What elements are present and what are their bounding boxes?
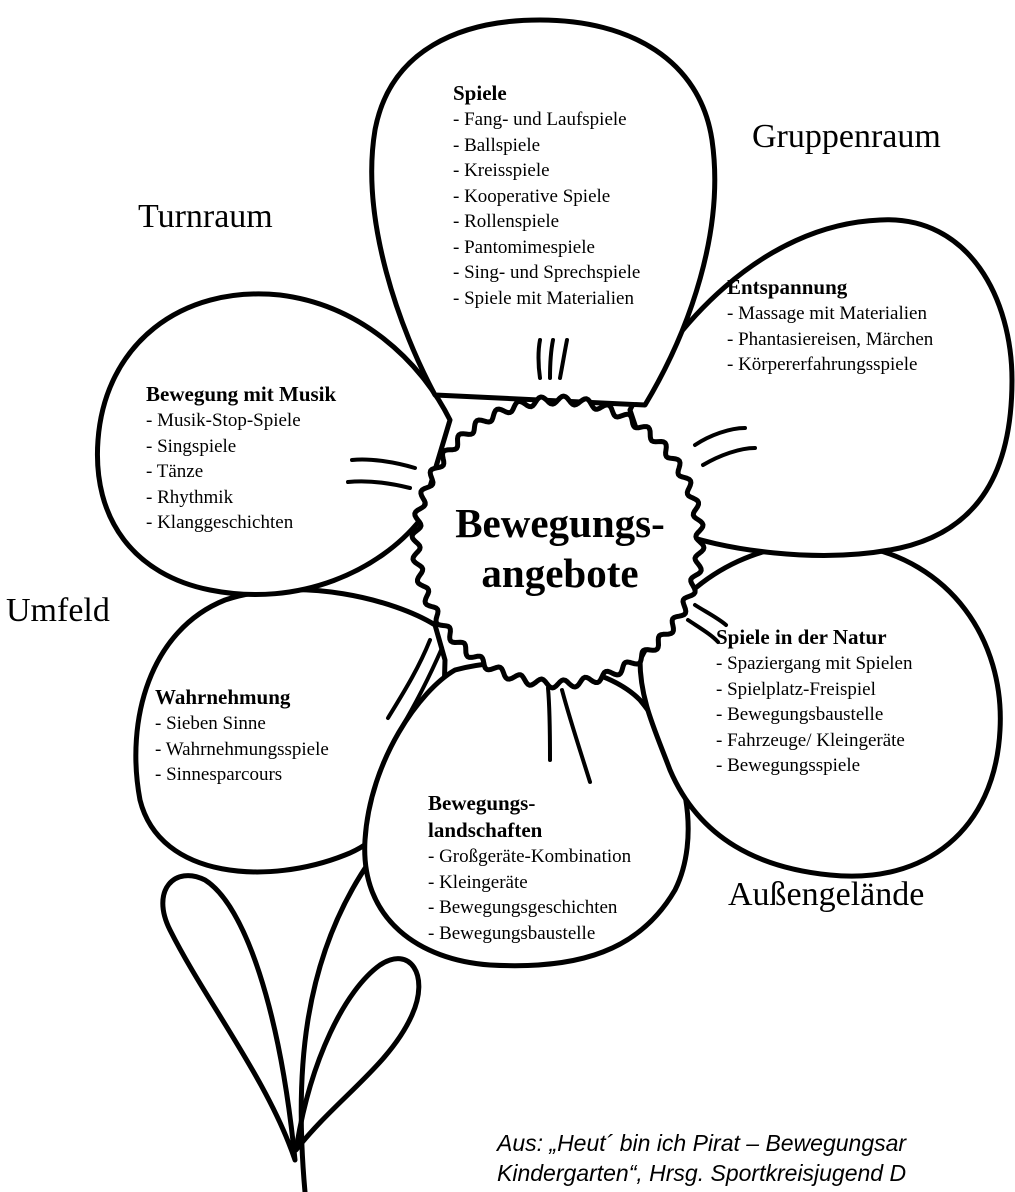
- petal-spiele-text: Spiele - Fang- und Laufspiele - Ballspie…: [453, 80, 640, 311]
- petal-spiele: [369, 17, 718, 408]
- list-item: - Phantasiereisen, Märchen: [727, 328, 934, 350]
- list-item: - Bewegungsbaustelle: [428, 922, 596, 944]
- list-item: - Großgeräte-Kombination: [428, 846, 632, 867]
- source-line2: Kindergarten“, Hrsg. Sportkreisjugend D: [497, 1160, 907, 1186]
- petal-landschaften-title-line2: landschaften: [428, 818, 543, 842]
- list-item: - Wahrnehmungsspiele: [155, 738, 329, 760]
- petal-landschaften-text: Bewegungs- landschaften - Großgeräte-Kom…: [428, 790, 631, 946]
- list-item: - Rhythmik: [146, 486, 234, 508]
- list-item: - Fahrzeuge/ Kleingeräte: [716, 729, 905, 751]
- list-item: - Spaziergang mit Spielen: [716, 653, 913, 674]
- list-item: - Bewegungsgeschichten: [428, 897, 618, 918]
- list-item: - Tänze: [146, 461, 204, 482]
- list-item: - Bewegungsspiele: [716, 755, 861, 776]
- list-item: - Singspiele: [146, 435, 237, 457]
- petal-landschaften: [362, 659, 691, 969]
- source-citation: Aus: „Heut´ bin ich Pirat – Bewegungsar …: [497, 1128, 906, 1188]
- center-title-line1: Bewegungs-: [455, 500, 665, 546]
- leaf-left: [160, 873, 298, 1163]
- list-item: - Kreisspiele: [453, 160, 550, 181]
- list-item: - Spiele mit Materialien: [453, 287, 634, 309]
- list-item: - Pantomimespiele: [453, 236, 595, 258]
- list-item: - Spielplatz-Freispiel: [716, 678, 876, 700]
- list-item: - Ballspiele: [453, 134, 541, 156]
- petal-entspannung-text: Entspannung - Massage mit Materialien - …: [727, 274, 933, 378]
- petal-musik-title: Bewegung mit Musik: [146, 382, 337, 406]
- center-circle: [409, 393, 707, 691]
- list-item: - Sinnesparcours: [155, 764, 283, 785]
- petal-natur-title: Spiele in der Natur: [716, 625, 887, 649]
- list-item: - Kleingeräte: [428, 871, 528, 893]
- area-label-turnraum: Turnraum: [138, 198, 273, 235]
- list-item: - Sing- und Sprechspiele: [453, 262, 641, 283]
- list-item: - Kooperative Spiele: [453, 185, 611, 207]
- petal-musik-text: Bewegung mit Musik - Musik-Stop-Spiele -…: [146, 381, 336, 536]
- area-label-umfeld: Umfeld: [6, 592, 110, 629]
- list-item: - Bewegungsbaustelle: [716, 704, 884, 725]
- petal-landschaften-title-line1: Bewegungs-: [428, 791, 536, 815]
- petal-musik: [94, 291, 453, 598]
- center-title: Bewegungs- angebote: [425, 498, 695, 598]
- center-title-line2: angebote: [481, 550, 639, 596]
- list-item: - Musik-Stop-Spiele: [146, 410, 301, 431]
- stamen-lines: [346, 338, 757, 784]
- list-item: - Sieben Sinne: [155, 713, 266, 734]
- area-label-aussengelaende: Außengelände: [728, 876, 925, 913]
- source-line1: Aus: „Heut´ bin ich Pirat – Bewegungsar: [497, 1130, 907, 1156]
- list-item: - Klanggeschichten: [146, 512, 294, 533]
- petal-wahrnehmung-title: Wahrnehmung: [155, 685, 291, 709]
- stem: [298, 855, 375, 1192]
- petal-wahrnehmung-text: Wahrnehmung - Sieben Sinne - Wahrnehmung…: [155, 684, 329, 788]
- list-item: - Massage mit Materialien: [727, 303, 927, 324]
- area-label-gruppenraum: Gruppenraum: [752, 118, 941, 155]
- petal-spiele-title: Spiele: [453, 81, 507, 105]
- list-item: - Körpererfahrungsspiele: [727, 354, 918, 375]
- petal-entspannung-title: Entspannung: [727, 275, 848, 299]
- leaf-right: [293, 956, 422, 1153]
- list-item: - Rollenspiele: [453, 211, 560, 232]
- petal-natur-text: Spiele in der Natur - Spaziergang mit Sp…: [716, 624, 912, 779]
- petal-entspannung: [627, 217, 1015, 558]
- list-item: - Fang- und Laufspiele: [453, 109, 627, 130]
